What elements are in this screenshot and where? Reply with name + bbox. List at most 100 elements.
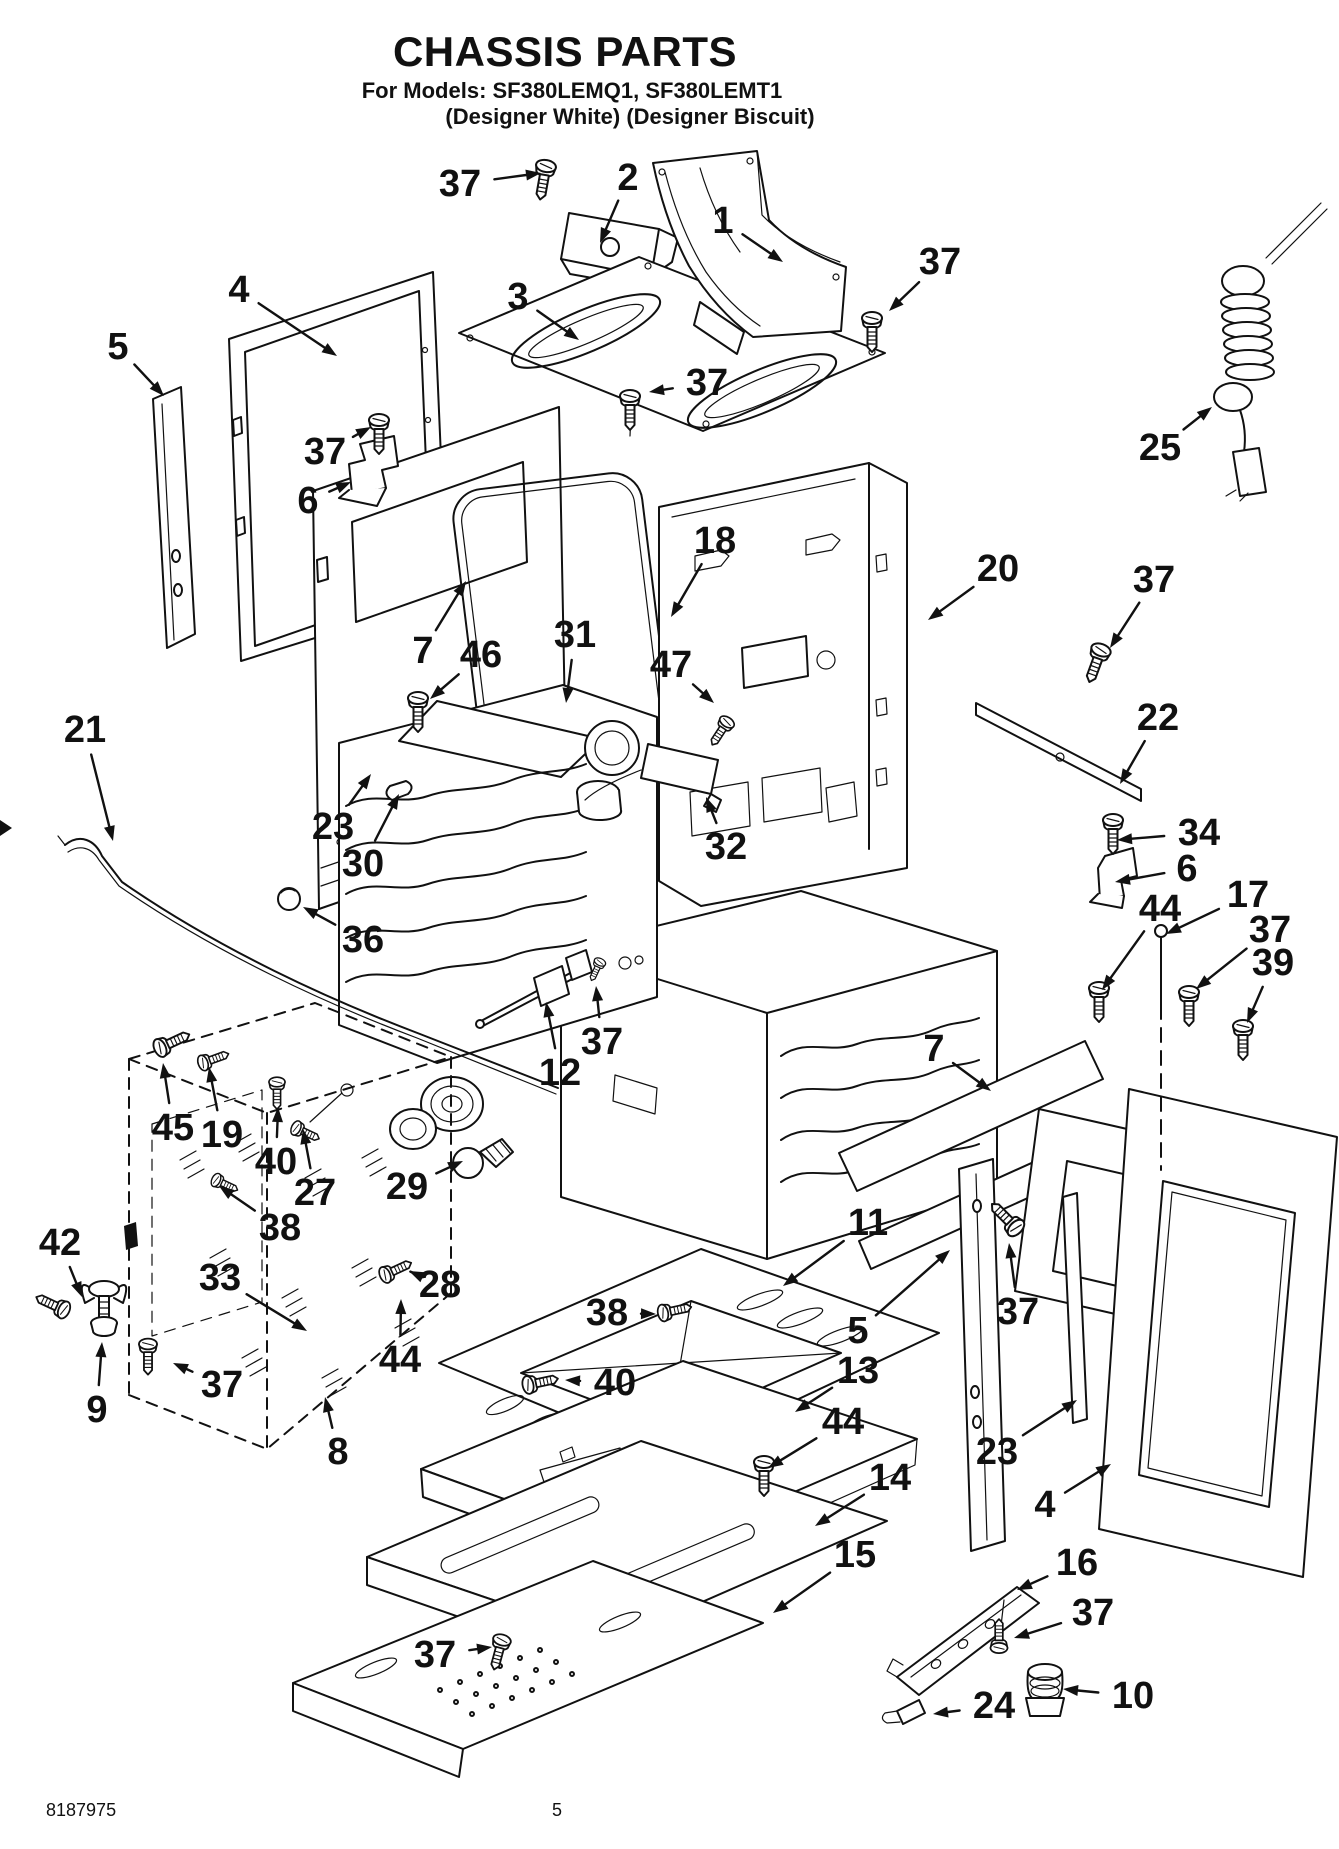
part-number-label: 45 <box>152 1107 194 1149</box>
callout-part-29-36: 29 <box>386 1161 463 1208</box>
leader-line <box>230 1193 257 1212</box>
callout-part-13-47: 13 <box>795 1350 879 1412</box>
callout-part-37-49: 37 <box>173 1363 243 1406</box>
callout-part-37-3: 37 <box>889 241 961 311</box>
callout-part-42-40: 42 <box>39 1222 82 1297</box>
callout-part-45-33: 45 <box>152 1063 194 1149</box>
leader-line <box>1128 871 1166 881</box>
callout-part-17-25: 17 <box>1166 874 1269 934</box>
part-number-label: 4 <box>228 269 249 311</box>
leader-line <box>951 1061 981 1084</box>
part-number-label: 10 <box>1112 1675 1154 1717</box>
callout-part-12-32: 12 <box>539 1002 581 1094</box>
callout-part-37-59: 37 <box>414 1634 492 1676</box>
part-number-label: 18 <box>694 520 736 562</box>
arrowhead-icon <box>1102 974 1116 990</box>
callout-part-1-2: 1 <box>712 200 783 262</box>
arrowhead-icon <box>303 907 319 919</box>
callout-part-16-57: 16 <box>1017 1542 1098 1590</box>
leader-line <box>1021 1406 1066 1437</box>
part-number-label: 14 <box>869 1457 911 1499</box>
leader-line <box>164 1076 171 1105</box>
callout-part-46-16: 46 <box>430 634 502 699</box>
callout-part-28-42: 28 <box>409 1264 461 1306</box>
screw-icon <box>1232 1019 1254 1061</box>
leader-line <box>536 309 568 333</box>
part-number-label: 37 <box>201 1364 243 1406</box>
leader-line <box>493 173 528 181</box>
leader-line <box>604 199 620 231</box>
arrowhead-icon <box>1196 975 1212 989</box>
arrowhead-icon <box>159 1063 171 1079</box>
footer-page-number: 5 <box>552 1800 563 1820</box>
screw-icon <box>375 1254 416 1286</box>
leader-line <box>314 913 337 926</box>
arrowhead-icon <box>1005 1243 1017 1259</box>
callout-part-37-45: 37 <box>997 1243 1039 1333</box>
callout-part-19-34: 19 <box>201 1067 243 1156</box>
part-number-label: 31 <box>554 614 596 656</box>
part-number-label: 27 <box>294 1172 336 1214</box>
leader-line <box>1206 947 1248 981</box>
part-washer-27-link <box>309 1083 354 1123</box>
part-number-label: 5 <box>107 326 128 368</box>
part-wire-harness-21 <box>57 835 559 1095</box>
screw-icon <box>194 1045 233 1073</box>
arrowhead-icon <box>206 1067 218 1083</box>
part-number-label: 12 <box>539 1052 581 1094</box>
part-drip-pan-15 <box>292 1560 764 1778</box>
callout-part-37-8: 37 <box>304 427 371 473</box>
arrowhead-icon <box>300 1129 312 1145</box>
part-number-label: 34 <box>1178 812 1220 854</box>
callout-part-40-48: 40 <box>565 1362 636 1404</box>
leader-line <box>89 753 111 828</box>
part-number-label: 9 <box>86 1389 107 1431</box>
leader-line <box>1130 834 1166 840</box>
arrowhead-icon <box>1166 922 1182 934</box>
leader-line <box>97 1355 103 1387</box>
callout-part-37-13: 37 <box>1110 559 1175 648</box>
callout-part-30-22: 30 <box>342 794 399 885</box>
arrowhead-icon <box>1095 1464 1111 1477</box>
arrowhead-icon <box>1017 1578 1033 1590</box>
callout-part-7-15: 7 <box>412 581 466 672</box>
arrowhead-icon <box>476 1643 492 1655</box>
part-power-cord-25 <box>1213 202 1328 502</box>
leader-line <box>1126 739 1146 773</box>
screw-icon <box>1178 985 1200 1027</box>
callout-part-32-23: 32 <box>705 797 747 868</box>
callout-part-36-28: 36 <box>303 907 384 961</box>
callout-part-24-60: 24 <box>933 1685 1015 1727</box>
screw-icon <box>1078 639 1114 687</box>
leader-line <box>245 1292 296 1325</box>
leader-line <box>691 683 704 695</box>
arrowhead-icon <box>321 343 337 356</box>
part-hinge-pin-17 <box>1154 924 1168 1171</box>
callout-part-38-43: 38 <box>586 1292 656 1334</box>
leader-line <box>185 1367 194 1373</box>
screw-icon <box>268 1076 286 1110</box>
leader-line <box>779 1437 818 1462</box>
part-door-outer-4-right <box>1098 1088 1338 1578</box>
callout-part-37-58: 37 <box>1014 1592 1114 1639</box>
arrowhead-icon <box>272 1107 283 1123</box>
part-leveling-leg-9 <box>80 1280 128 1337</box>
callout-part-5-6: 5 <box>107 326 164 396</box>
leader-line <box>133 363 155 387</box>
leader-line <box>68 1265 78 1285</box>
arrowhead-icon <box>149 381 164 396</box>
arrowhead-icon <box>335 482 351 494</box>
part-number-label: 28 <box>419 1264 461 1306</box>
screw-icon <box>529 157 558 203</box>
part-number-label: 23 <box>976 1431 1018 1473</box>
arrowhead-icon <box>649 384 665 396</box>
callout-part-20-12: 20 <box>928 548 1019 620</box>
arrowhead-icon <box>768 1455 784 1468</box>
callout-part-3-5: 3 <box>507 276 579 340</box>
callout-part-15-56: 15 <box>773 1534 876 1613</box>
arrowhead-icon <box>173 1363 189 1375</box>
leader-line <box>327 1410 334 1430</box>
callout-part-33-41: 33 <box>199 1257 307 1331</box>
part-number-label: 44 <box>822 1401 864 1443</box>
part-number-label: 44 <box>1139 888 1181 930</box>
